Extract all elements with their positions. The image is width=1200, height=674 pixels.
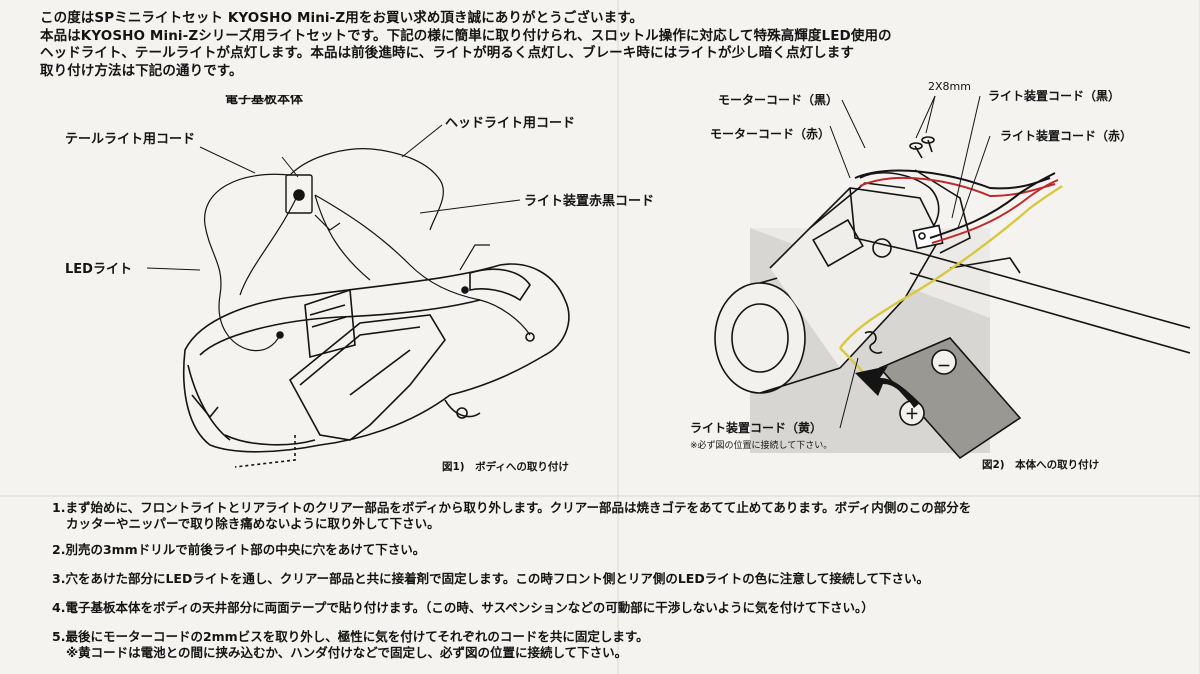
- intro-line: 本品はKYOSHO Mini-Zシリーズ用ライトセットです。下記の様に簡単に取り…: [40, 27, 892, 44]
- step-3: 3.穴をあけた部分にLEDライトを通し、クリアー部品と共に接着剤で固定します。こ…: [52, 571, 929, 586]
- step-4: 4.電子基板本体をボディの天井部分に両面テープで貼り付けます。（この時、サスペン…: [52, 600, 874, 615]
- label-light-black: ライト装置コード（黒）: [988, 88, 1120, 103]
- paper-fold-line: [617, 0, 619, 674]
- intro-text: この度はSPミニライトセット KYOSHO Mini-Z用をお買い求め頂き誠にあ…: [40, 10, 1190, 80]
- label-screw-size: 2X8mm: [928, 80, 971, 93]
- step-1: 1.まず始めに、フロントライトとリアライトのクリアー部品をボディから取り外します…: [52, 500, 972, 515]
- installation-steps: 1.まず始めに、フロントライトとリアライトのクリアー部品をボディから取り外します…: [52, 500, 1192, 661]
- label-head-cord: ヘッドライト用コード: [445, 116, 575, 131]
- figure2-caption: 図2) 本体への取り付け: [982, 458, 1099, 470]
- connection-note: ※必ず図の位置に接続して下さい。: [690, 439, 832, 451]
- intro-line: ヘッドライト、テールライトが点灯します。本品は前後進時に、ライトが明るく点灯し、…: [40, 45, 854, 61]
- step-1-continued: カッターやニッパーで取り除き痛めないように取り外して下さい。: [66, 516, 440, 531]
- intro-line: 取り付け方法は下記の通りです。: [40, 62, 243, 79]
- label-motor-red: モーターコード（赤）: [710, 126, 830, 141]
- intro-line: この度はSPミニライトセット KYOSHO Mini-Z用をお買い求め頂き誠にあ…: [40, 10, 644, 26]
- step-2: 2.別売の3mmドリルで前後ライト部の中央に穴をあけて下さい。: [52, 542, 426, 557]
- paper-fold-line: [0, 495, 1200, 497]
- step-5-note: ※黄コードは電池との間に挟み込むか、ハンダ付けなどで固定し、必ず図の位置に接続し…: [66, 645, 628, 660]
- battery-plus-symbol: ＋: [905, 407, 919, 423]
- chassis-illustration: モーターコード（黒） モーターコード（赤） 2X8mm ライト装置コード（黒） …: [690, 80, 1191, 471]
- car-body-illustration: 電子基板本体 テールライト用コード ヘッドライト用コード ライト装置赤黒コード …: [65, 91, 654, 473]
- label-red-black-cord: ライト装置赤黒コード: [524, 193, 654, 209]
- label-led: LEDライト: [65, 262, 132, 277]
- label-tail-cord: テールライト用コード: [65, 132, 195, 147]
- label-light-red: ライト装置コード（赤）: [1000, 128, 1132, 143]
- figure-chassis-installation: モーターコード（黒） モーターコード（赤） 2X8mm ライト装置コード（黒） …: [690, 78, 1191, 471]
- figure-body-installation: 電子基板本体 テールライト用コード ヘッドライト用コード ライト装置赤黒コード …: [50, 91, 660, 480]
- label-light-yellow: ライト装置コード（黄）: [690, 420, 822, 435]
- battery-minus-symbol: －: [937, 359, 951, 375]
- label-board: 電子基板本体: [225, 95, 304, 107]
- step-5: 5.最後にモーターコードの2mmビスを取り外し、極性に気を付けてそれぞれのコード…: [52, 629, 649, 644]
- figure1-caption: 図1) ボディへの取り付け: [442, 460, 569, 473]
- label-motor-black: モーターコード（黒）: [718, 92, 838, 107]
